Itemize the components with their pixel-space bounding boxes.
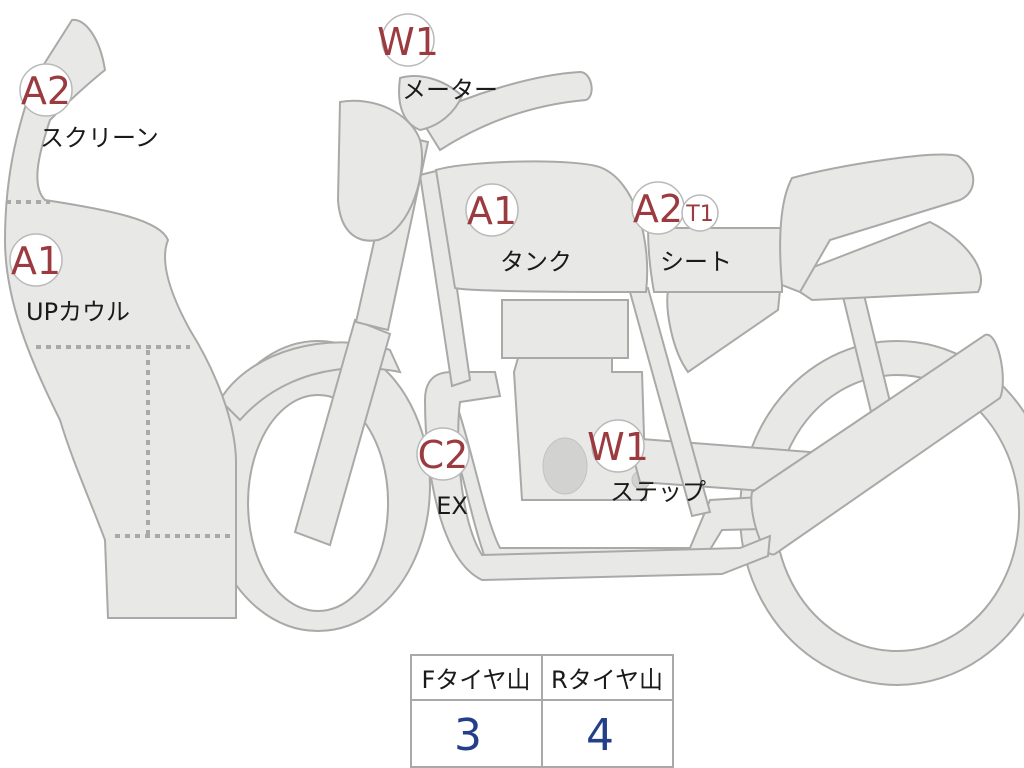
screen-label: スクリーン xyxy=(40,124,159,152)
meter-grade-badge: W1 xyxy=(377,13,439,67)
step-label: ステップ xyxy=(610,478,706,506)
frame-upper-rail xyxy=(418,168,472,388)
tire-tread-table: Fタイヤ山 Rタイヤ山 3 4 xyxy=(410,654,674,768)
engine-cover xyxy=(542,437,588,495)
svg-text:W1: W1 xyxy=(377,20,439,64)
upper-cowl xyxy=(3,18,237,619)
rear-wheel xyxy=(738,340,1024,686)
tank-label: タンク xyxy=(500,248,572,276)
rear-cowl xyxy=(779,153,975,294)
meter-label: メーター xyxy=(402,76,498,104)
headlight xyxy=(336,99,424,242)
seat-sub-grade-badge: T1 xyxy=(681,194,719,232)
tank-grade-badge: A1 xyxy=(465,183,519,237)
exhaust-grade-badge: C2 xyxy=(416,427,470,481)
screen-grade-badge: A2 xyxy=(19,63,73,117)
svg-text:A2: A2 xyxy=(21,69,71,113)
meter xyxy=(398,75,464,132)
muffler xyxy=(750,333,1004,556)
upper-cowl-label: UPカウル xyxy=(26,298,130,326)
seat-grade-badge: A2 xyxy=(631,181,685,235)
seat xyxy=(646,227,783,293)
front-tire-header: Fタイヤ山 xyxy=(421,666,530,694)
seat-label: シート xyxy=(660,248,732,276)
rear-tire-header: Rタイヤ山 xyxy=(551,666,663,694)
side-cover xyxy=(666,289,782,374)
front-fork xyxy=(293,318,392,547)
svg-text:A1: A1 xyxy=(11,239,61,283)
handlebar xyxy=(418,70,593,152)
front-tire-value: 3 xyxy=(454,710,482,761)
svg-text:C2: C2 xyxy=(418,433,469,477)
svg-text:A1: A1 xyxy=(467,189,517,233)
upper-cowl-grade-badge: A1 xyxy=(9,233,63,287)
svg-text:T1: T1 xyxy=(685,202,713,227)
svg-text:W1: W1 xyxy=(587,425,649,469)
rear-frame xyxy=(777,220,983,302)
rear-tire-value: 4 xyxy=(586,710,614,761)
exhaust-label: EX xyxy=(436,492,468,520)
svg-text:A2: A2 xyxy=(633,187,683,231)
step-grade-badge: W1 xyxy=(587,419,649,473)
